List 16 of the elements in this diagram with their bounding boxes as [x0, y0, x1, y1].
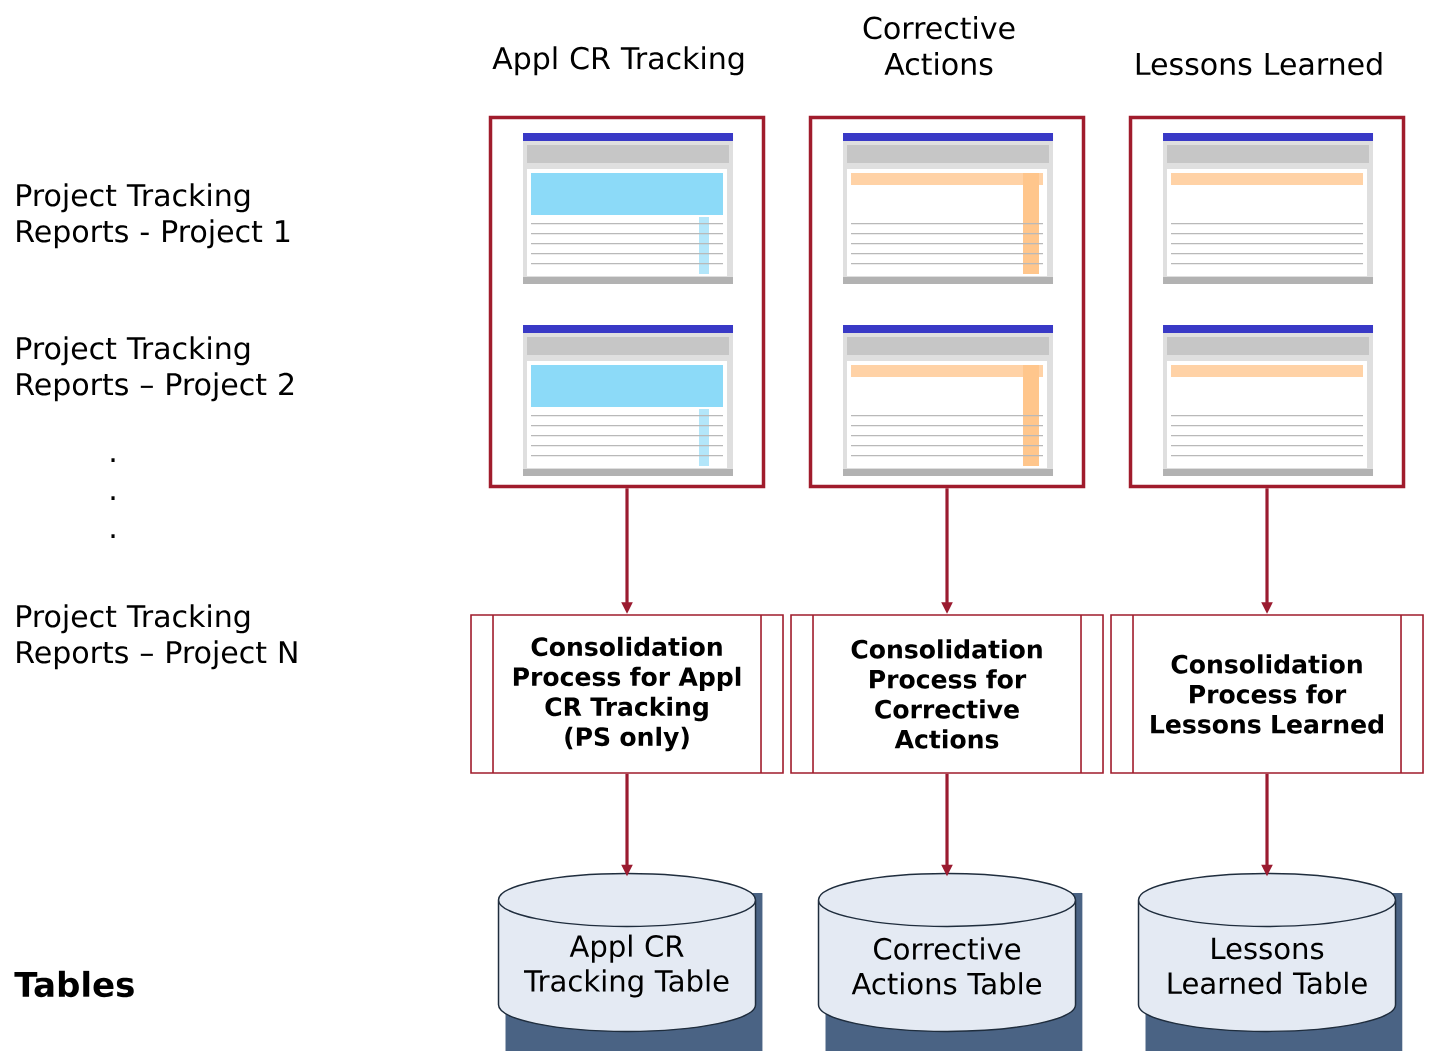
- process-box: Consolidation Process for Corrective Actions: [790, 614, 1104, 774]
- ellipsis-dot: .: [111, 458, 115, 462]
- row-label: Tables: [14, 970, 134, 998]
- process-box: Consolidation Process for Lessons Learned: [1110, 614, 1424, 774]
- node-label: Appl CR Tracking: [492, 46, 744, 76]
- row-label: Project Tracking Reports – Project 2: [17, 336, 294, 402]
- ellipsis-dot: .: [111, 534, 115, 538]
- process-box: Consolidation Process for Appl CR Tracking (PS only): [470, 614, 784, 774]
- node-label: Lessons Learned: [1136, 52, 1382, 76]
- screenshot-frame: Appl CR Tracking: [488, 46, 766, 489]
- screenshot-frame: Lessons Learned: [1128, 52, 1406, 489]
- screenshot-frame: Corrective Actions: [808, 16, 1086, 489]
- ellipsis-dot: .: [111, 496, 115, 500]
- row-label: Project Tracking Reports – Project N: [17, 604, 297, 670]
- row-label: Project Tracking Reports - Project 1: [17, 183, 290, 249]
- node-label: Corrective Actions: [863, 16, 1015, 76]
